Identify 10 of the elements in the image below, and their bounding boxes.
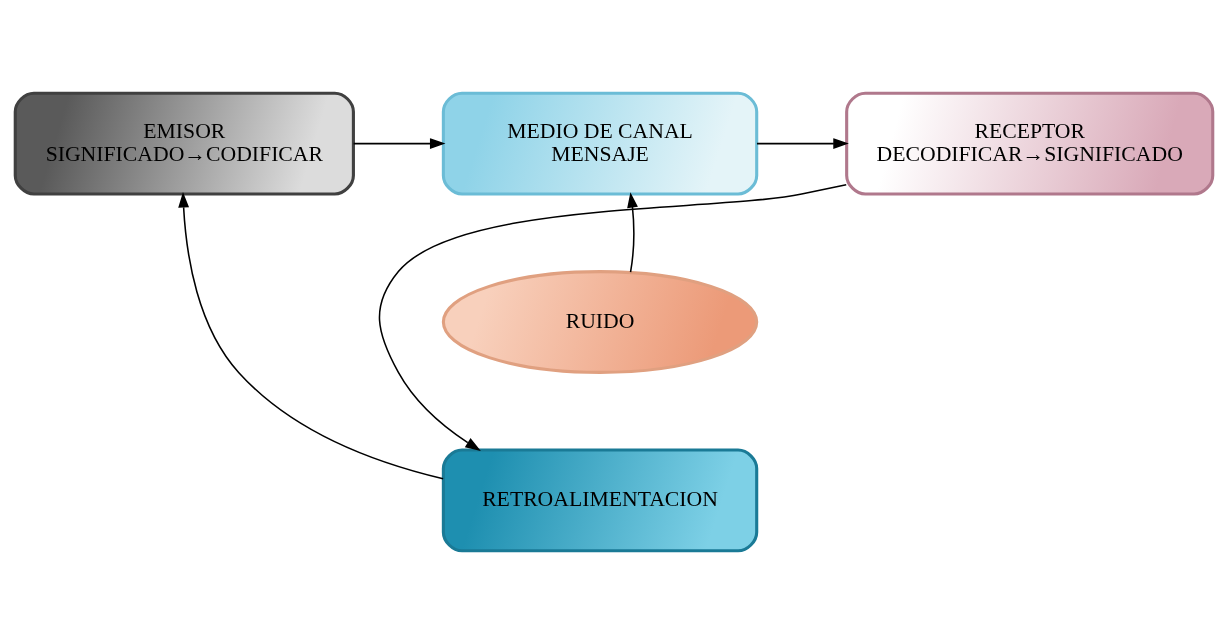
node-box: RETROALIMENTACION [441,448,759,553]
node-ellipse: RUIDO [441,270,759,374]
arrow [627,192,638,273]
arrow [178,192,444,480]
arrow [378,184,847,451]
node-box: RECEPTOR DECODIFICAR→SIGNIFICADO [845,91,1215,196]
node-box: MEDIO DE CANAL MENSAJE [441,91,759,196]
node-box: EMISOR SIGNIFICADO→CODIFICAR [13,91,355,196]
arrow [352,138,446,150]
arrow [756,138,849,150]
